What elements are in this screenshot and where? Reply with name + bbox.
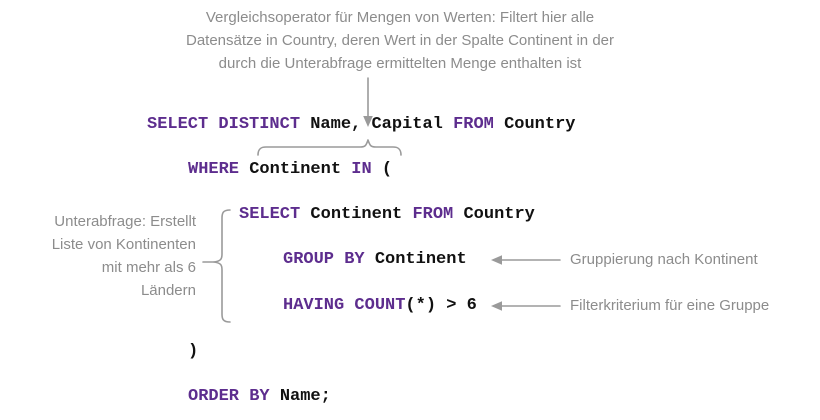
sql-keyword: FROM <box>453 115 505 134</box>
annotation-group-by: Gruppierung nach Kontinent <box>570 251 758 268</box>
sql-identifier: Continent <box>374 250 467 269</box>
sql-line-order-by: ORDER BY Name; <box>188 387 331 407</box>
arrow-to-having <box>491 301 561 311</box>
annotation-in-operator: Vergleichsoperator für Mengen von Werten… <box>185 9 614 72</box>
sql-line-close-paren: ) <box>188 342 198 362</box>
sql-keyword: ORDER BY <box>188 387 280 406</box>
sql-identifier: Name; <box>279 387 331 406</box>
sql-line-select: SELECT DISTINCT Name, Capital FROM Count… <box>147 115 576 135</box>
sql-identifier: Continent <box>310 205 413 224</box>
sql-open-paren: ( <box>371 160 393 179</box>
sql-keyword: GROUP BY <box>283 250 375 269</box>
sql-identifier: Country <box>504 115 576 134</box>
sql-keyword-in: IN <box>351 160 372 179</box>
sql-line-subquery-select: SELECT Continent FROM Country <box>239 205 535 225</box>
sql-identifier: Country <box>463 205 535 224</box>
sql-expression: (*) > 6 <box>405 296 477 315</box>
sql-keyword: HAVING COUNT <box>283 296 406 315</box>
annotation-subquery: Unterabfrage: Erstellt Liste von Kontine… <box>51 213 196 299</box>
brace-continent-in <box>257 139 402 156</box>
brace-subquery <box>202 209 231 323</box>
arrow-to-group-by <box>491 255 561 265</box>
sql-identifier: Continent <box>249 160 352 179</box>
sql-keyword: FROM <box>412 205 464 224</box>
sql-keyword: SELECT <box>239 205 311 224</box>
sql-line-where: WHERE Continent IN ( <box>188 160 392 180</box>
sql-keyword: WHERE <box>188 160 250 179</box>
sql-keyword: SELECT DISTINCT <box>147 115 311 134</box>
sql-line-group-by: GROUP BY Continent <box>283 250 467 270</box>
sql-close-paren: ) <box>188 342 199 361</box>
sql-line-having: HAVING COUNT(*) > 6 <box>283 296 477 316</box>
annotation-having: Filterkriterium für eine Gruppe <box>570 297 770 314</box>
sql-identifier: Name, Capital <box>310 115 454 134</box>
